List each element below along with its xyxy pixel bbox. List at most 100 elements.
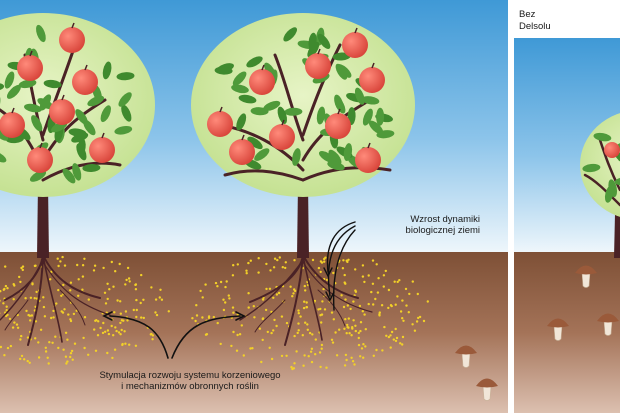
- granule: [107, 332, 111, 336]
- granule: [359, 329, 362, 333]
- granule: [125, 278, 128, 282]
- mushroom-cap: [597, 313, 619, 323]
- granule: [49, 278, 52, 281]
- granule: [291, 367, 294, 371]
- granule: [346, 304, 349, 307]
- granule: [345, 332, 348, 335]
- granule: [389, 346, 392, 349]
- granule: [401, 343, 404, 346]
- granule: [281, 266, 284, 269]
- granule: [126, 319, 129, 322]
- granule: [219, 342, 222, 346]
- granule: [416, 292, 419, 296]
- apple: [249, 69, 275, 95]
- granule: [94, 349, 98, 352]
- mushroom-stem: [482, 384, 492, 401]
- granule: [118, 262, 121, 266]
- granule: [12, 298, 15, 301]
- tree-side: [580, 113, 620, 258]
- granule: [160, 298, 164, 301]
- granule: [270, 357, 274, 361]
- side-panel: [514, 0, 620, 413]
- granule: [376, 291, 380, 294]
- apple-stem: [84, 64, 88, 71]
- granule: [124, 342, 127, 345]
- granule: [398, 279, 401, 282]
- leaf: [102, 61, 112, 80]
- granule: [340, 294, 343, 297]
- leaf: [116, 72, 135, 81]
- granule: [5, 314, 8, 318]
- granule: [304, 289, 307, 292]
- mushroom-cap: [575, 265, 597, 275]
- granule: [299, 315, 302, 318]
- granule: [132, 308, 135, 312]
- apple: [269, 124, 295, 150]
- granule: [76, 263, 79, 267]
- granule: [134, 283, 138, 286]
- leaf: [368, 120, 384, 135]
- granule: [323, 308, 327, 311]
- granule: [314, 338, 317, 341]
- granule: [61, 255, 64, 259]
- granule: [120, 319, 124, 322]
- granule: [325, 366, 328, 369]
- granule: [224, 285, 227, 289]
- mushroom-stem: [581, 271, 591, 288]
- granule: [319, 260, 323, 263]
- granule: [20, 334, 23, 338]
- granule: [9, 344, 13, 348]
- granule: [396, 280, 399, 284]
- granule: [0, 290, 2, 293]
- granule: [113, 348, 117, 351]
- leaf: [62, 168, 76, 184]
- granule: [114, 270, 117, 273]
- granule: [311, 333, 314, 336]
- apple-stem: [371, 62, 375, 69]
- granule: [116, 299, 119, 302]
- granule: [306, 328, 309, 331]
- granule: [108, 288, 111, 291]
- granule: [19, 357, 22, 361]
- granule: [212, 315, 215, 319]
- granule: [34, 337, 37, 340]
- granule: [158, 296, 161, 299]
- granule: [384, 269, 387, 273]
- granule: [110, 260, 114, 264]
- apples-left: [0, 22, 115, 173]
- mushroom-cap: [476, 378, 498, 388]
- granule: [154, 311, 157, 314]
- granule: [297, 329, 300, 332]
- mushroom-stem: [553, 324, 563, 341]
- mushroom-cap: [547, 318, 569, 328]
- arrows-stimulation: [102, 311, 246, 359]
- leaf: [246, 56, 263, 68]
- granule: [5, 309, 8, 312]
- granule: [357, 336, 360, 340]
- granule: [25, 309, 28, 313]
- granule: [330, 311, 334, 314]
- granule: [115, 329, 118, 333]
- granule: [48, 341, 51, 344]
- granule: [345, 358, 348, 362]
- granule: [16, 326, 20, 329]
- leaf: [317, 33, 331, 49]
- granule: [71, 358, 74, 361]
- granule: [344, 318, 347, 321]
- granule: [297, 322, 300, 325]
- granule: [135, 308, 138, 312]
- granule: [275, 293, 279, 296]
- granule: [204, 283, 207, 286]
- granule: [346, 260, 349, 264]
- granule: [293, 362, 296, 365]
- soil-side: [514, 252, 620, 413]
- granule: [313, 299, 317, 303]
- granule: [319, 365, 322, 369]
- granule: [3, 265, 7, 268]
- granule: [381, 349, 384, 352]
- apple: [72, 69, 98, 95]
- granule: [367, 302, 370, 306]
- granule: [311, 258, 315, 262]
- granule: [194, 319, 197, 323]
- granule: [43, 315, 47, 318]
